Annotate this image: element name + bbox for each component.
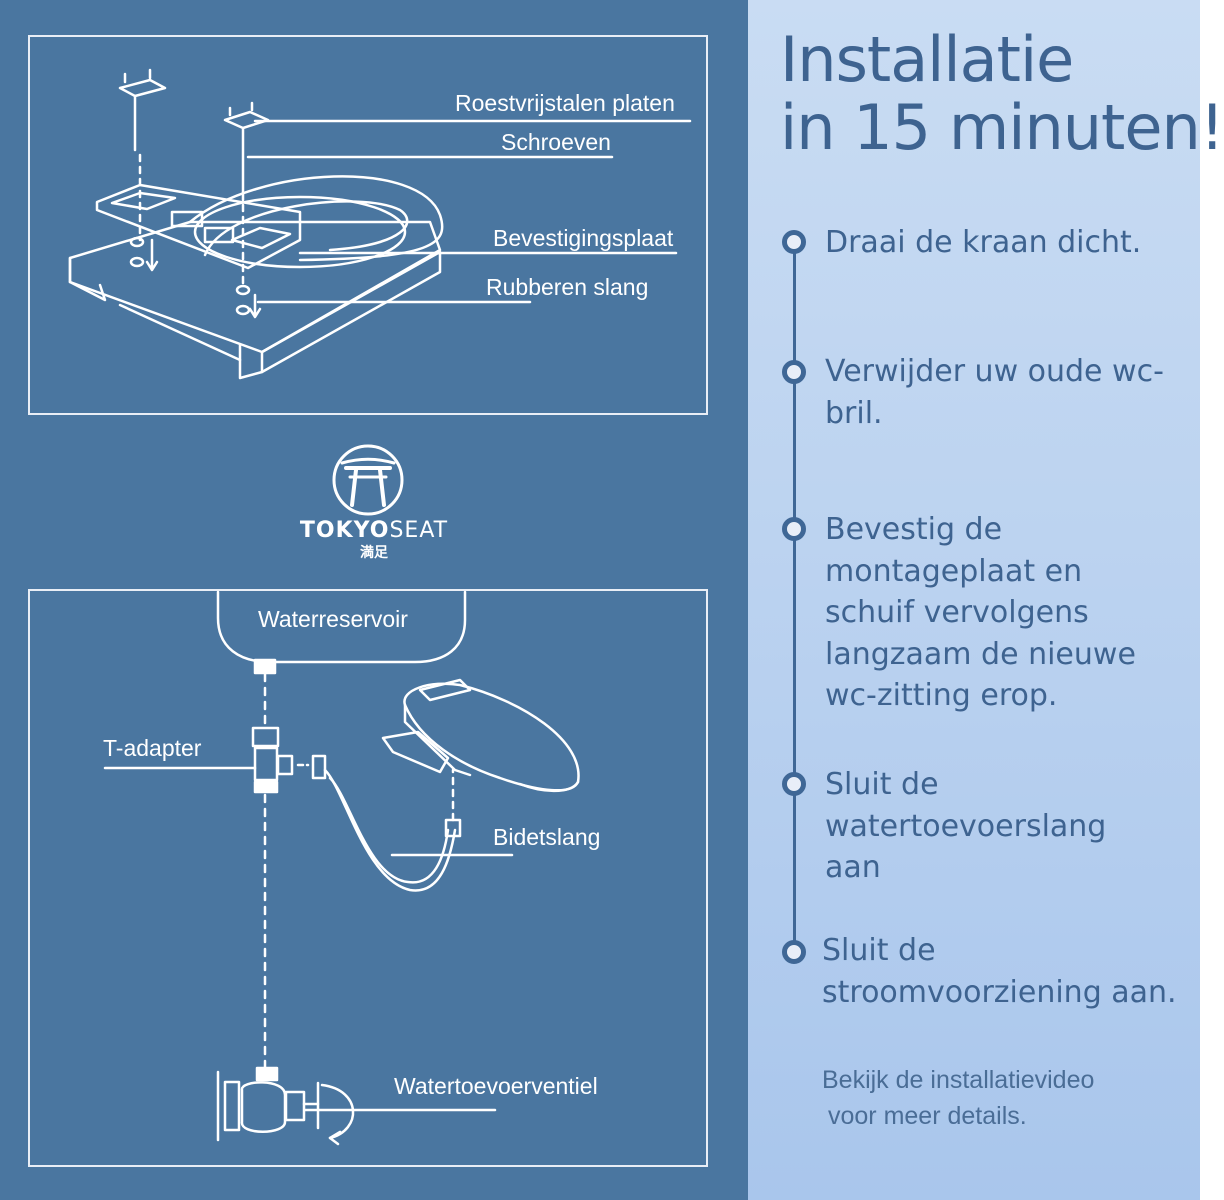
label-screws: Schroeven	[501, 129, 611, 155]
step-4-marker	[782, 772, 806, 796]
step-5-marker	[782, 940, 806, 964]
screws-drawing	[118, 68, 270, 319]
step-5-text: Sluit de stroomvoorziening aan.	[822, 933, 1177, 1010]
bidet-hose-drawing	[323, 768, 514, 892]
t-adapter-drawing	[103, 726, 327, 1070]
diagram-drawing	[68, 68, 692, 1146]
label-rubber-hose: Rubberen slang	[486, 274, 649, 300]
step-4-text: Sluit de watertoevoerslang aan	[825, 767, 1107, 885]
supply-valve-drawing	[216, 1066, 497, 1146]
top-callout-lines	[246, 119, 692, 304]
step-2-marker	[782, 360, 806, 384]
step-2-text: Verwijder uw oude wc-bril.	[825, 354, 1164, 431]
mounting-diagram-frame	[28, 35, 708, 415]
diagram-panel: Roestvrijstalen platen Schroeven Bevesti…	[0, 0, 748, 1200]
step-3-text: Bevestig de montageplaat en schuif vervo…	[825, 512, 1136, 713]
label-bidet-hose: Bidetslang	[493, 824, 601, 850]
timeline-line	[793, 244, 796, 954]
brand-wordmark: TOKYOSEAT	[299, 518, 449, 543]
label-mounting-plate: Bevestigingsplaat	[493, 225, 674, 251]
video-note: Bekijk de installatievideo voor meer det…	[822, 1066, 1095, 1130]
reservoir-drawing	[216, 590, 467, 727]
label-valve: Watertoevoerventiel	[394, 1073, 598, 1099]
instructions-panel: Installatie in 15 minuten! Draai de kraa…	[748, 0, 1224, 1200]
label-reservoir: Waterreservoir	[258, 606, 408, 632]
bidet-seat-drawing	[381, 678, 580, 793]
label-plates: Roestvrijstalen platen	[455, 90, 675, 116]
step-1-text: Draai de kraan dicht.	[825, 225, 1142, 260]
brand-subtitle: 満足	[360, 545, 388, 561]
torii-logo-mark	[332, 444, 404, 516]
installation-title: Installatie in 15 minuten!	[780, 23, 1224, 164]
water-diagram-frame	[28, 589, 708, 1167]
step-1-marker	[782, 230, 806, 254]
step-3-marker	[782, 517, 806, 541]
label-t-adapter: T-adapter	[103, 735, 202, 761]
